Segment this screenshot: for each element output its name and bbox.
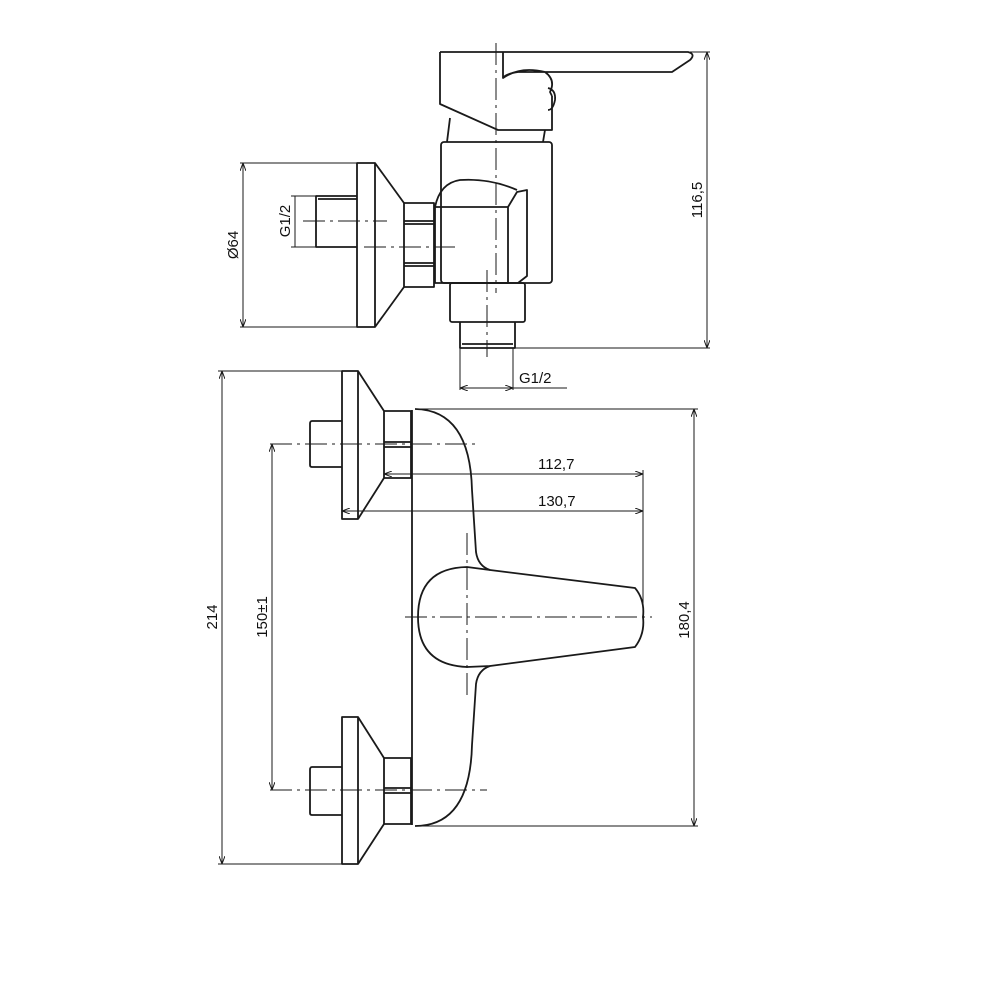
hex-nut: [403, 202, 435, 288]
extension-lines: [459, 348, 567, 390]
dim-body-height-label: 180,4: [676, 601, 693, 639]
upper-inlet: [309, 370, 412, 520]
extension-lines: [515, 51, 710, 349]
dim-inlet-thread-label: G1/2: [277, 205, 294, 238]
dim-diameter-label: Ø64: [225, 231, 242, 259]
extension-lines: [240, 162, 357, 328]
dim-depth-1-label: 112,7: [538, 456, 574, 473]
escutcheon: [356, 162, 405, 328]
body-outline: [414, 408, 491, 827]
lever-pivot: [547, 87, 557, 111]
extension-lines: [218, 370, 342, 865]
dim-total-height-label: 214: [204, 604, 221, 629]
front-view: 214 150±1 112,7 130,7 180,4: [204, 370, 698, 865]
lever-handle: [439, 51, 694, 131]
elbow-block: [434, 178, 528, 284]
side-view: Ø64 G1/2 116,5 G1/2: [225, 43, 710, 390]
dim-spacing-label: 150±1: [254, 596, 271, 638]
neck: [446, 117, 546, 143]
dim-height-label: 116,5: [689, 182, 706, 218]
dim-outlet-thread-label: G1/2: [519, 370, 552, 387]
extension-lines: [415, 408, 698, 827]
lower-inlet: [309, 716, 412, 865]
dim-depth-2-label: 130,7: [538, 493, 576, 510]
